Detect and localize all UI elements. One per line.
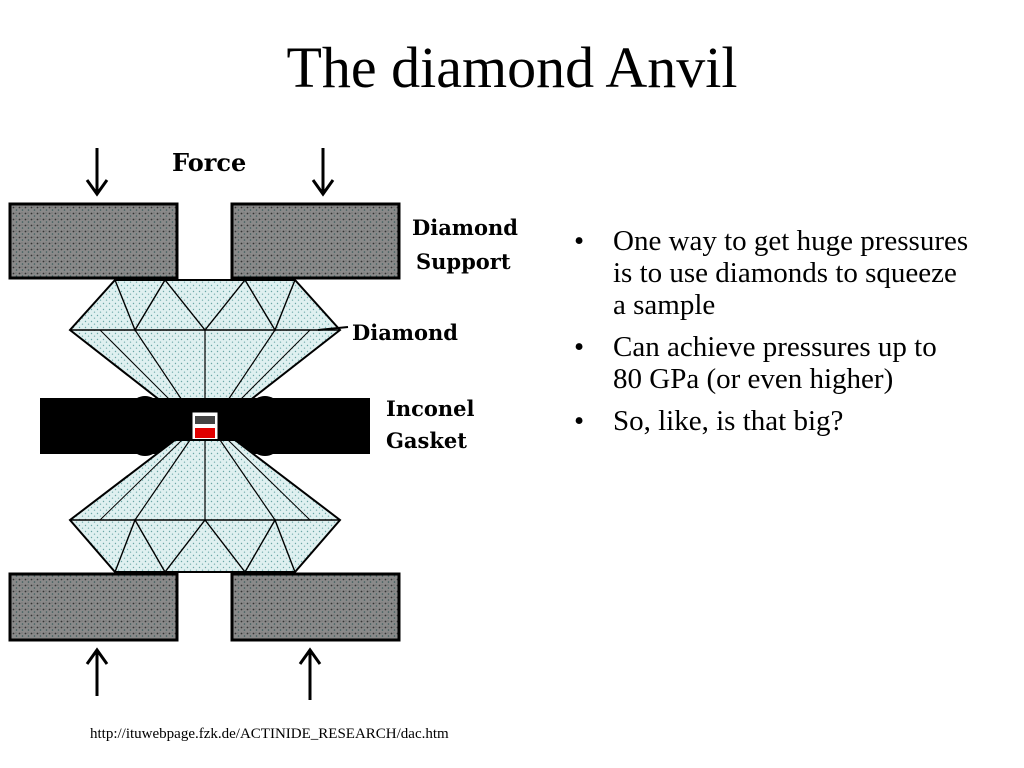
- bullet-item: • So, like, is that big?: [572, 405, 972, 437]
- bullet-item: • One way to get huge pressures is to us…: [572, 225, 972, 321]
- diamond-label: Diamond: [352, 320, 458, 345]
- source-link[interactable]: http://ituwebpage.fzk.de/ACTINIDE_RESEAR…: [90, 726, 449, 742]
- bullet-marker: •: [574, 225, 585, 257]
- gasket-label-line1: Inconel: [386, 396, 475, 421]
- diamond-support-top-left: [8, 202, 179, 280]
- bullet-marker: •: [574, 331, 585, 363]
- diamond-anvil-diagram: Force Diamond Support Diamond: [0, 140, 530, 710]
- bullet-list: • One way to get huge pressures is to us…: [572, 225, 972, 447]
- lower-diamond: [68, 439, 342, 574]
- diamond-support-bottom-left: [8, 572, 179, 642]
- bullet-marker: •: [574, 405, 585, 437]
- slide-title: The diamond Anvil: [286, 35, 738, 100]
- bullet-text: One way to get huge pressures is to use …: [613, 225, 969, 321]
- diamond-support-label-line1: Diamond: [412, 215, 518, 240]
- upper-diamond: [68, 278, 342, 413]
- arrow-down-icon: [85, 148, 109, 197]
- arrow-down-icon: [311, 148, 335, 197]
- bullet-text: So, like, is that big?: [613, 405, 844, 437]
- arrow-up-icon: [298, 647, 322, 700]
- bullet-text: Can achieve pressures up to 80 GPa (or e…: [613, 331, 937, 395]
- diamond-support-bottom-right: [230, 572, 401, 642]
- bullet-item: • Can achieve pressures up to 80 GPa (or…: [572, 331, 972, 395]
- arrow-up-icon: [85, 647, 109, 696]
- diamond-support-top-right: [230, 202, 401, 280]
- gasket-label-line2: Gasket: [386, 428, 467, 453]
- force-label: Force: [172, 148, 246, 177]
- diamond-support-label-line2: Support: [416, 249, 511, 274]
